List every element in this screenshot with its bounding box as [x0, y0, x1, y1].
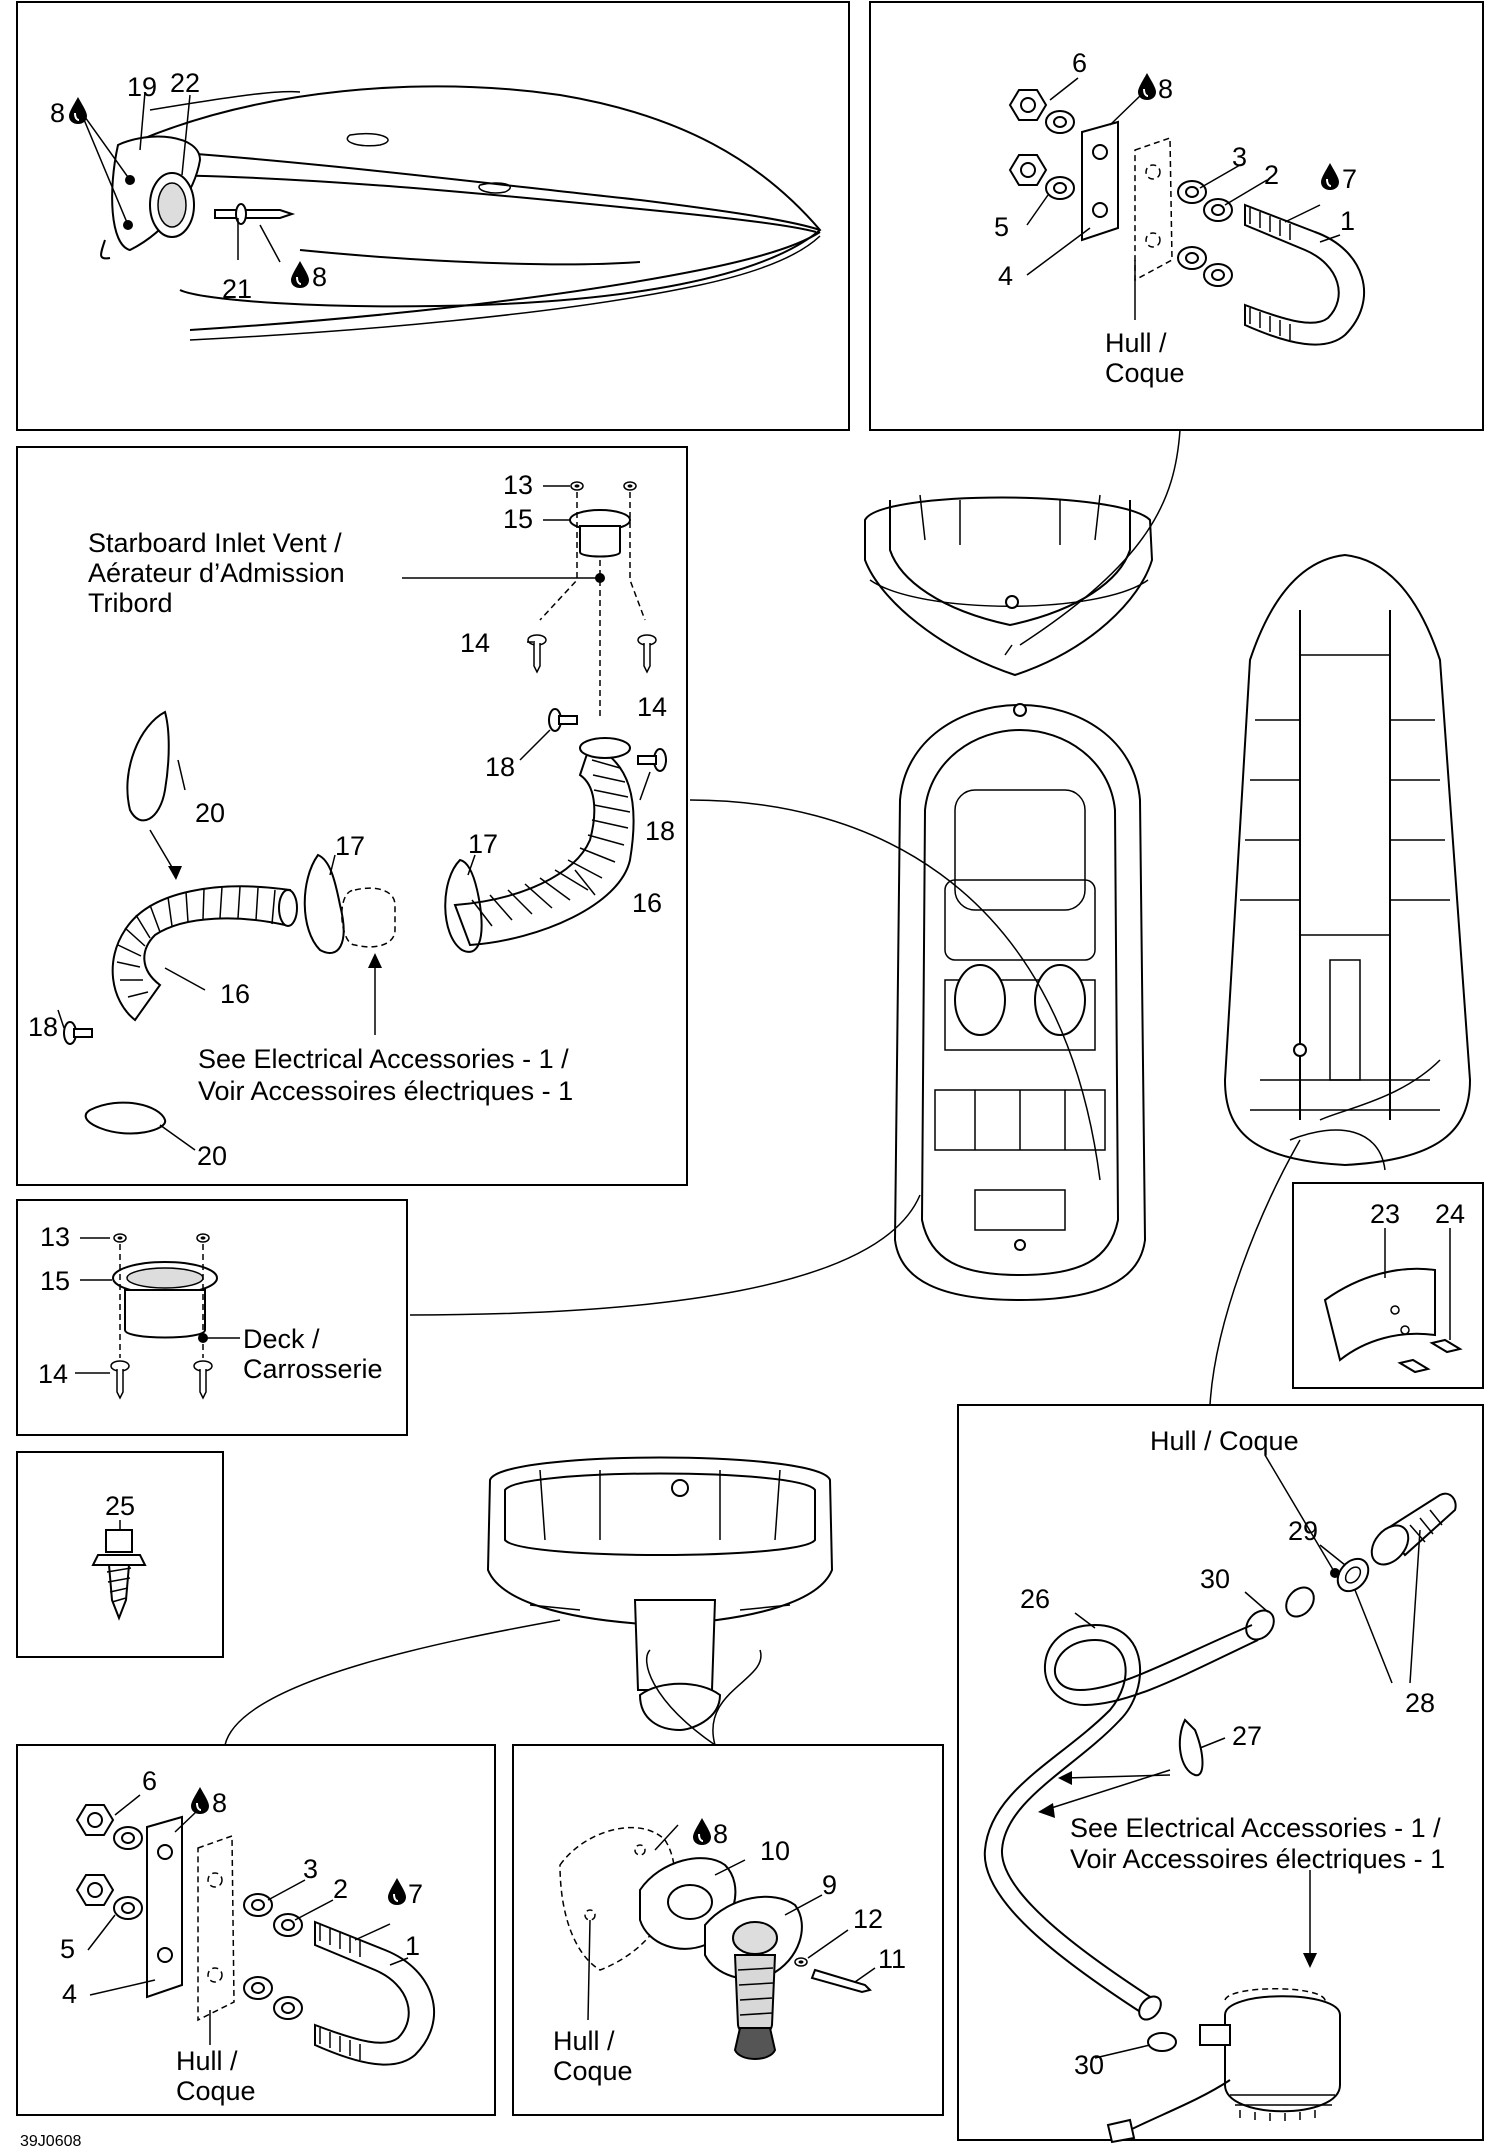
callout-3: 3 [1232, 142, 1247, 172]
callout-17: 17 [335, 831, 365, 861]
callout-8: 8 [212, 1788, 227, 1818]
panel-bilge-pump: Hull / Coque 29 30 26 28 27 See Electric… [957, 1404, 1484, 2144]
callout-6: 6 [1072, 48, 1087, 78]
callout-20: 20 [197, 1141, 227, 1171]
callout-16: 16 [632, 888, 662, 918]
callout-8: 8 [713, 1819, 728, 1849]
connector-lines [224, 429, 1441, 1746]
callout-24: 24 [1435, 1199, 1465, 1229]
callout-4: 4 [998, 261, 1013, 291]
callout-8: 8 [1158, 74, 1173, 104]
drawing-code: 39J0608 [20, 2133, 81, 2150]
hull-inside-view [1223, 553, 1472, 1167]
panel-bow-view: 8 19 22 21 8 [16, 1, 850, 431]
callout-17: 17 [468, 829, 498, 859]
callout-1: 1 [1340, 206, 1355, 236]
callout-2: 2 [333, 1874, 348, 1904]
hull-coque-label: Hull / Coque [1150, 1426, 1299, 1456]
callout-21: 21 [222, 274, 252, 304]
deck-label: Deck / [243, 1324, 320, 1354]
callout-26: 26 [1020, 1584, 1050, 1614]
hull-label: Hull / [176, 2046, 238, 2076]
callout-10: 10 [760, 1836, 790, 1866]
callout-16: 16 [220, 979, 250, 1009]
callout-22: 22 [170, 68, 200, 98]
electrical-accessories-ref-fr: Voir Accessoires électriques - 1 [198, 1076, 573, 1106]
callout-27: 27 [1232, 1721, 1262, 1751]
callout-8: 8 [50, 98, 65, 128]
starboard-inlet-vent-label-fr: Aérateur d’Admission [88, 558, 345, 588]
callout-30: 30 [1200, 1564, 1230, 1594]
callout-15: 15 [503, 504, 533, 534]
callout-30: 30 [1074, 2050, 1104, 2080]
callout-13: 13 [40, 1222, 70, 1252]
callout-5: 5 [60, 1934, 75, 1964]
electrical-accessories-ref-fr: Voir Accessoires électriques - 1 [1070, 1844, 1445, 1874]
callout-18: 18 [645, 816, 675, 846]
coque-label: Coque [176, 2076, 256, 2106]
starboard-inlet-vent-label: Starboard Inlet Vent / [88, 528, 342, 558]
callout-15: 15 [40, 1266, 70, 1296]
callout-4: 4 [62, 1979, 77, 2009]
callout-7: 7 [1342, 164, 1357, 194]
callout-6: 6 [142, 1766, 157, 1796]
electrical-accessories-ref: See Electrical Accessories - 1 / [198, 1044, 569, 1074]
callout-28: 28 [1405, 1688, 1435, 1718]
coque-label: Coque [553, 2056, 633, 2086]
callout-25: 25 [105, 1491, 135, 1521]
carrosserie-label: Carrosserie [243, 1354, 383, 1384]
callout-2: 2 [1264, 160, 1279, 190]
callout-9: 9 [822, 1870, 837, 1900]
callout-7: 7 [408, 1879, 423, 1909]
callout-18: 18 [28, 1012, 58, 1042]
top-view-watercraft [893, 703, 1147, 1302]
callout-11: 11 [878, 1944, 906, 1974]
starboard-inlet-vent-label-fr-2: Tribord [88, 588, 173, 618]
callout-20: 20 [195, 798, 225, 828]
callout-14: 14 [637, 692, 667, 722]
callout-14: 14 [460, 628, 490, 658]
hull-label: Hull / [553, 2026, 615, 2056]
callout-19: 19 [127, 72, 157, 102]
callout-23: 23 [1370, 1199, 1400, 1229]
callout-29: 29 [1288, 1516, 1318, 1546]
panel-ubolt-top: 6 8 3 2 7 1 5 4 Hull / Coque [869, 1, 1484, 431]
callout-13: 13 [503, 470, 533, 500]
rear-view-watercraft [486, 1456, 834, 1732]
coque-label: Coque [1105, 358, 1185, 388]
electrical-accessories-ref: See Electrical Accessories - 1 / [1070, 1813, 1441, 1843]
front-view-watercraft [864, 494, 1154, 677]
panel-ubolt-bottom: 6 8 3 2 7 1 5 4 Hull / Coque [16, 1744, 496, 2116]
callout-1: 1 [405, 1931, 420, 1961]
callout-5: 5 [994, 212, 1009, 242]
panel-deck-vent: 13 15 14 Deck / Carrosserie [16, 1199, 408, 1436]
callout-18: 18 [485, 752, 515, 782]
hull-label: Hull / [1105, 328, 1167, 358]
panel-screw: 25 [16, 1451, 224, 1658]
callout-14: 14 [38, 1359, 68, 1389]
callout-3: 3 [303, 1854, 318, 1884]
callout-12: 12 [853, 1904, 883, 1934]
callout-8: 8 [312, 262, 327, 292]
panel-cover: 23 24 [1292, 1182, 1484, 1389]
panel-inlet-vent: 13 15 Starboard Inlet Vent / Aérateur d’… [16, 446, 688, 1186]
panel-drain-plug: 8 10 9 12 11 Hull / Coque [512, 1744, 944, 2116]
